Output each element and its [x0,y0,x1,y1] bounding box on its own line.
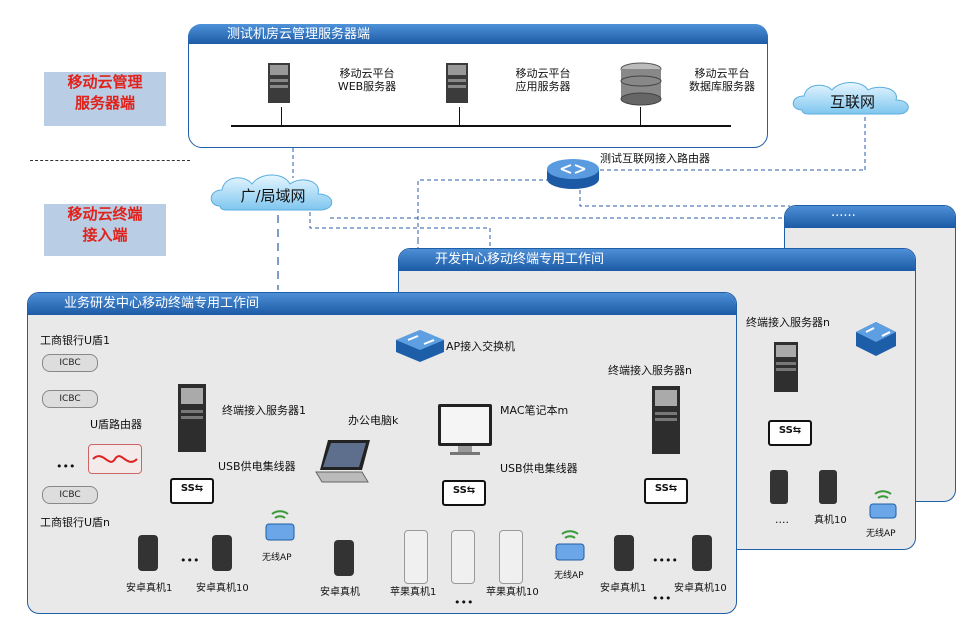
app-server-label-line1: 移动云平台 [515,67,571,80]
cloud-shape-icon [792,82,909,115]
android-phone-1-label: 安卓真机1 [126,583,173,594]
usb-hub-1-icon: SS⇆ [170,478,214,504]
cloud-server-panel-title: 测试机房云管理服务器端 [227,27,371,42]
lan-label: 广/局域网 [240,187,306,205]
router-label: 测试互联网接入路由器 [600,152,710,165]
workstation-back-title: ······ [831,209,856,224]
app-server-connector [459,107,460,125]
android-dots: ••• [180,554,200,567]
android-phone-10-label: 安卓真机10 [196,583,249,594]
app-server-label: 移动云平台 应用服务器 [503,67,583,93]
cloud-terminal-side-label: 移动云终端 接入端 [44,204,166,256]
internet-cloud: 互联网 [790,80,915,120]
terminal-server-1-icon [174,382,210,460]
android-single-label: 安卓真机 [320,587,360,598]
wireless-ap-2-label: 无线AP [554,571,584,581]
laptop-icon [314,436,372,492]
middle-ap-label: 无线AP [866,529,896,539]
apple-phone-10-icon [499,530,523,584]
apple-phone-2-icon [451,530,475,584]
workstation-middle-header: 开发中心移动终端专用工作间 [399,249,915,271]
android-phone-n10-label: 安卓真机10 [674,583,727,594]
ukey-top-label: 工商银行U盾1 [40,334,111,347]
side-label-line: 服务器端 [74,94,135,112]
middle-server-icon [770,340,802,400]
terminal-server-1-label: 终端接入服务器1 [222,404,306,417]
ap-switch-label: AP接入交换机 [446,340,516,353]
android-phone-n1-label: 安卓真机1 [600,583,647,594]
middle-usb-hub-icon: SS⇆ [768,420,812,446]
android-single-phone-icon [334,540,354,576]
cloud-server-panel-header [188,24,768,44]
usb-hub-1-label: USB供电集线器 [218,460,296,473]
web-server-icon [265,61,293,111]
usb-hub-2-icon: SS⇆ [442,480,486,506]
cloud-server-side-label: 移动云管理 服务器端 [44,72,166,126]
middle-phone-label: 真机10 [814,515,847,526]
ukey-ellipsis: ••• [56,460,76,473]
middle-phone-icon [819,470,837,504]
middle-dots: ···· [775,516,789,529]
workstation-back-header: ······ [785,206,955,228]
section-divider [30,160,190,161]
android-phone-n1-icon [614,535,634,571]
server-bus-line [231,125,731,127]
mac-icon [436,402,494,462]
terminal-server-n-icon [648,384,684,462]
laptop-label: 办公电脑k [348,414,399,427]
database-server-label: 移动云平台 数据库服务器 [679,67,765,93]
terminal-server-n-label: 终端接入服务器n [608,364,692,377]
android-dots-n: •••• [652,554,678,567]
wireless-ap-1-icon [262,508,298,552]
workstation-front-title: 业务研发中心移动终端专用工作间 [64,296,260,311]
apple-dots: ••• [454,596,474,609]
database-server-label-line2: 数据库服务器 [689,80,755,93]
ukey-router-icon [88,444,142,474]
apple-phone-1-label: 苹果真机1 [390,587,437,598]
middle-server-label: 终端接入服务器n [746,316,830,329]
middle-switch-icon [852,318,900,364]
web-server-connector [281,107,282,125]
database-server-icon [619,61,663,111]
apple-phone-10-label: 苹果真机10 [486,587,539,598]
cloud-server-panel: 测试机房云管理服务器端 移动云平台 WEB服务器 移动云平台 应用服务器 移动云… [188,24,768,148]
middle-wireless-ap-icon [866,488,900,530]
database-server-label-line1: 移动云平台 [694,67,750,80]
side-label-line: 移动云终端 [67,205,143,223]
android-phone-1-icon [138,535,158,571]
usb-hub-2-label: USB供电集线器 [500,462,578,475]
web-server-label-line1: 移动云平台 [339,67,395,80]
mac-label: MAC笔记本m [500,404,569,417]
ukey-n-icon: ICBC [42,486,98,504]
ukey-bottom-label: 工商银行U盾n [40,516,111,529]
web-server-label: 移动云平台 WEB服务器 [327,67,407,93]
router-icon [545,155,601,195]
lan-cloud: 广/局域网 [208,172,338,216]
internet-label: 互联网 [829,93,875,111]
ukey-1-icon: ICBC [42,354,98,372]
app-server-label-line2: 应用服务器 [515,80,571,93]
database-server-connector [640,107,641,125]
side-label-line: 移动云管理 [67,73,143,91]
workstation-middle-title: 开发中心移动终端专用工作间 [435,252,605,267]
middle-phone-icon [770,470,788,504]
android-dots-n2: ••• [652,592,672,605]
workstation-front-header: 业务研发中心移动终端专用工作间 [28,293,736,315]
wireless-ap-1-label: 无线AP [262,553,292,563]
web-server-label-line2: WEB服务器 [337,80,397,93]
ukey-router-label: U盾路由器 [90,418,143,431]
ap-switch-icon [392,326,448,370]
usb-hub-3-icon: SS⇆ [644,478,688,504]
android-phone-n10-icon [692,535,712,571]
app-server-icon [443,61,471,111]
cloud-shape-icon [210,174,333,211]
side-label-line: 接入端 [82,226,128,244]
wireless-ap-2-icon [552,528,588,572]
apple-phone-1-icon [404,530,428,584]
ukey-2-icon: ICBC [42,390,98,408]
android-phone-10-icon [212,535,232,571]
